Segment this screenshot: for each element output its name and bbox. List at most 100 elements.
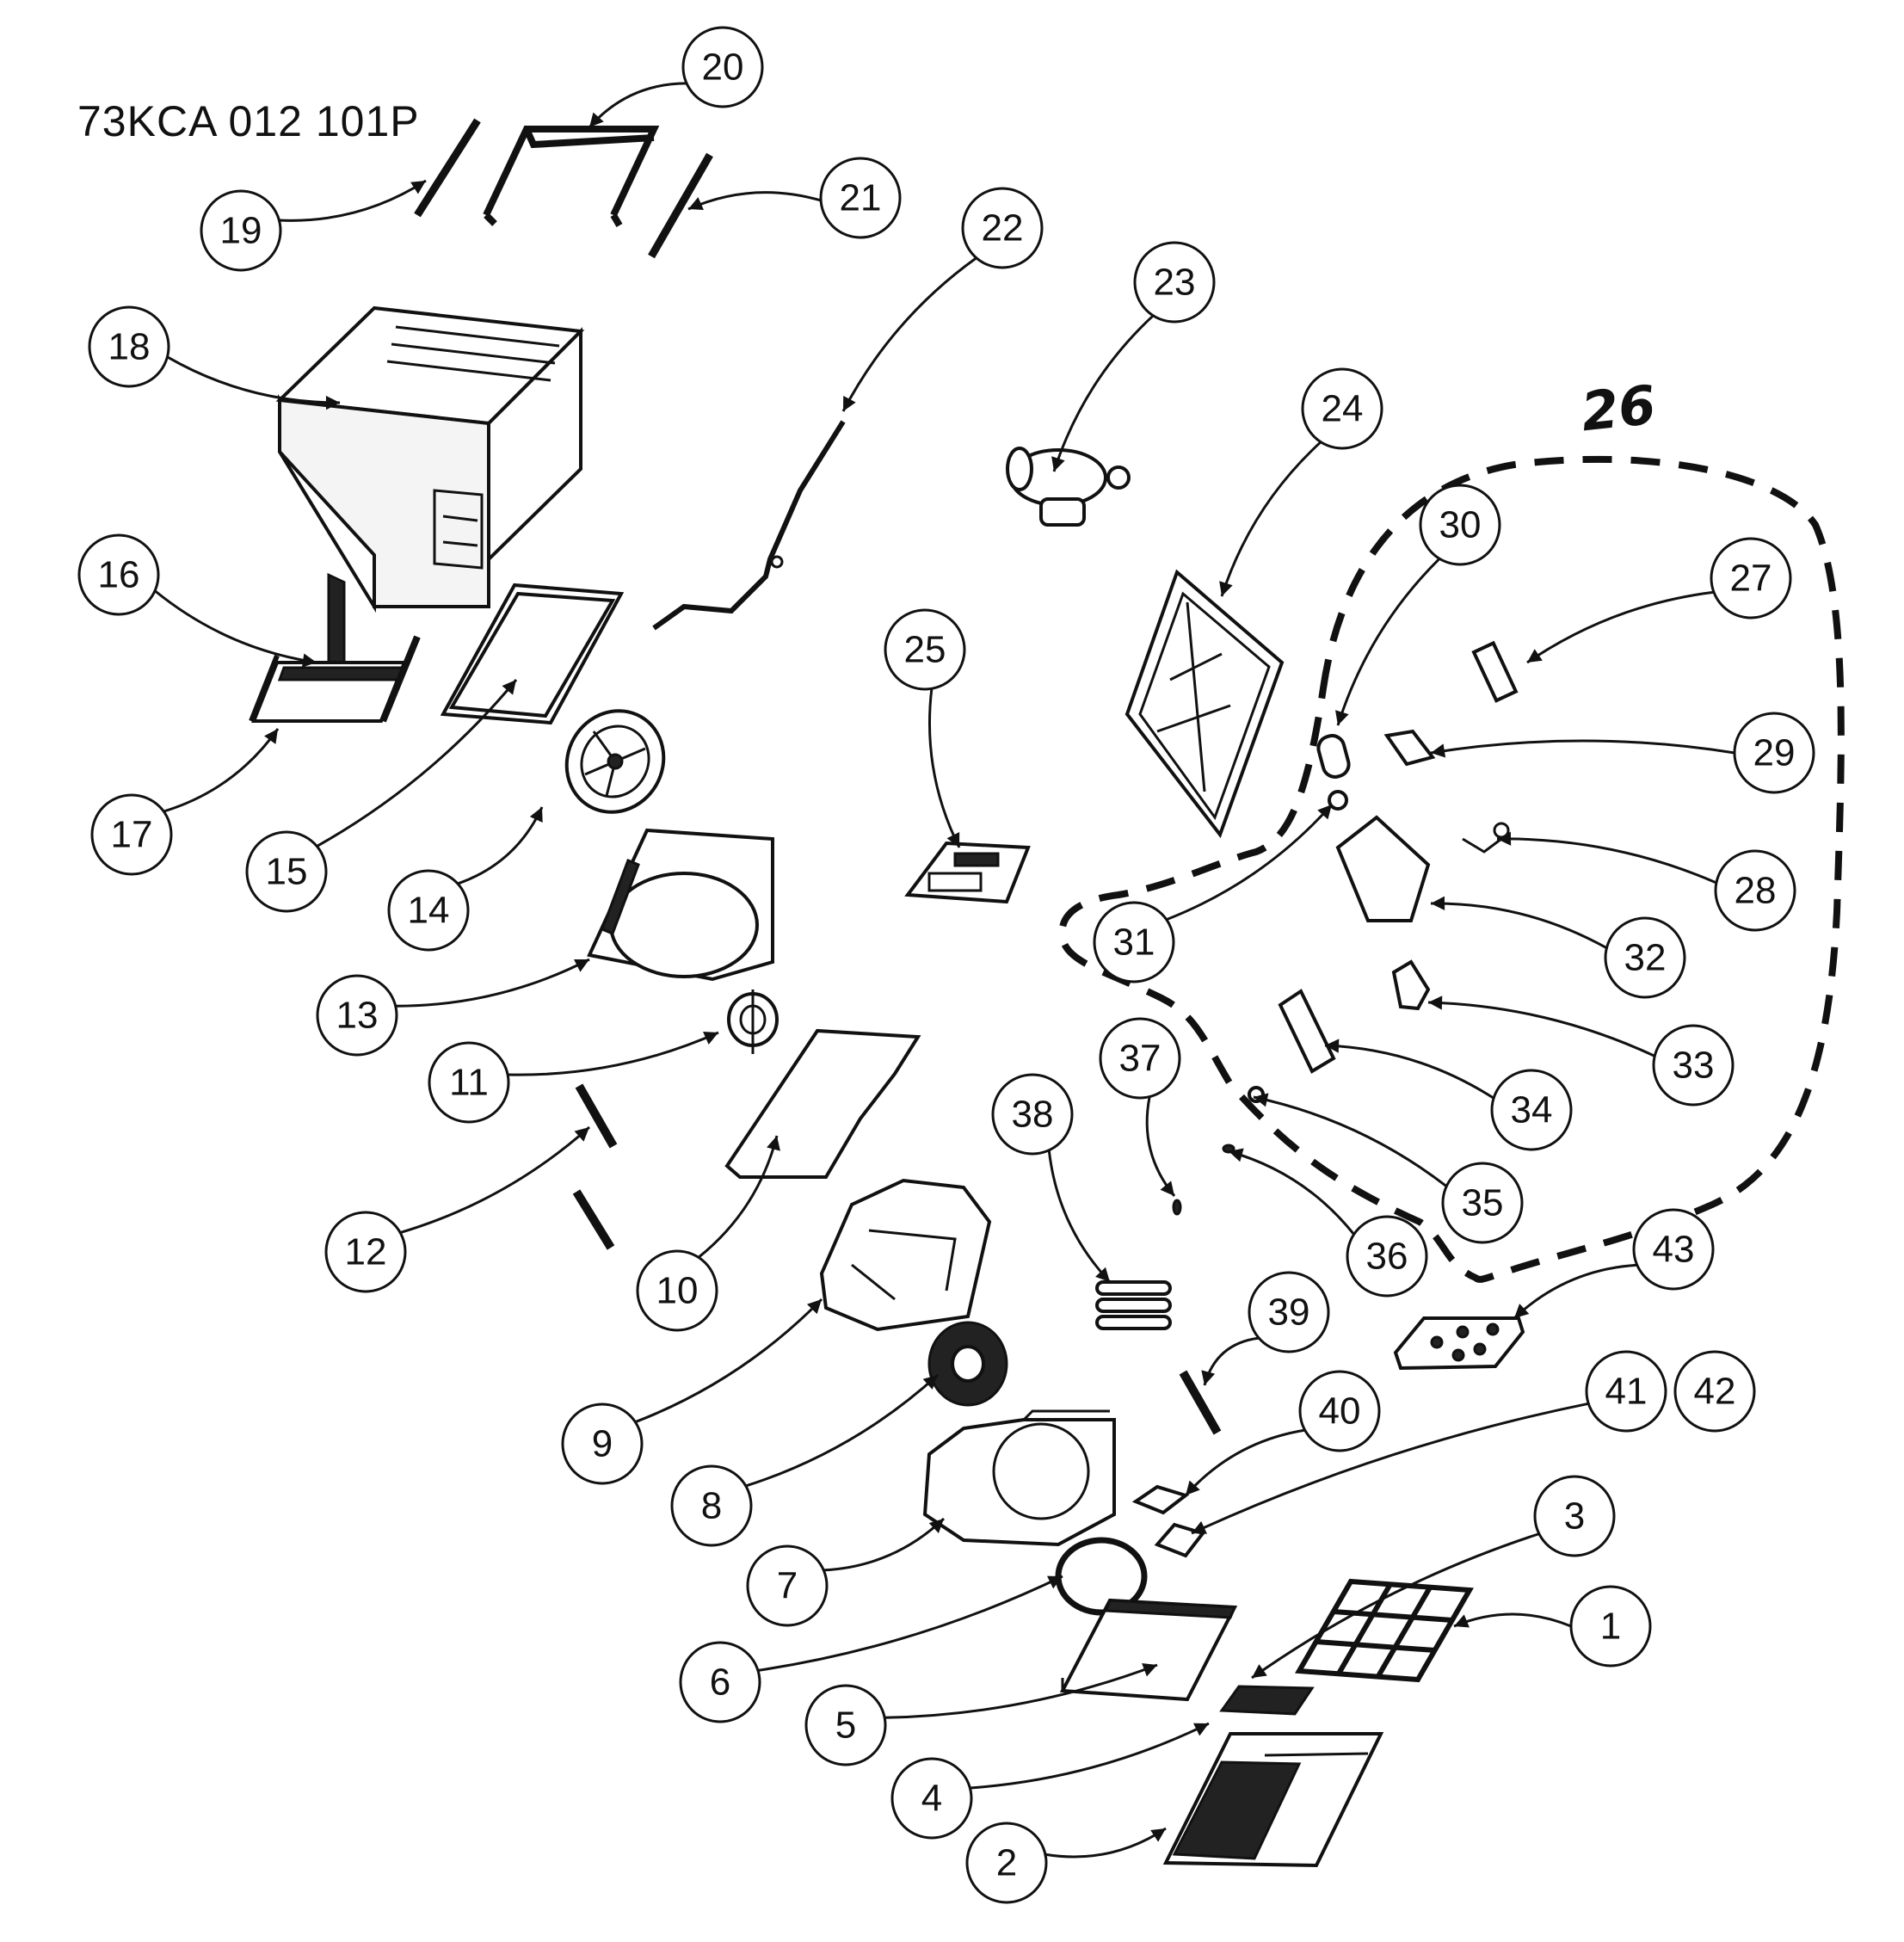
callout-8: 8 <box>670 1464 753 1547</box>
callout-circle-39 <box>1248 1271 1330 1353</box>
callout-number-4: 4 <box>921 1778 942 1820</box>
part-31 <box>1328 790 1348 811</box>
leader-arrow-31 <box>1317 805 1332 820</box>
leader-line-31 <box>1166 804 1334 922</box>
part-13-shroud <box>587 828 774 982</box>
part-15-panel <box>440 583 625 725</box>
leader-line-22 <box>841 256 977 412</box>
group-26-label: 26 <box>1578 373 1659 444</box>
callout-number-20: 20 <box>702 46 744 89</box>
part-12-bracket-upper <box>575 1083 618 1149</box>
callout-number-8: 8 <box>701 1485 722 1527</box>
part-18-cabinet <box>275 305 585 679</box>
callout-circle-11 <box>428 1041 510 1124</box>
callout-circle-36 <box>1346 1215 1428 1298</box>
callout-number-37: 37 <box>1119 1038 1162 1080</box>
leader-arrow-36 <box>1229 1148 1244 1162</box>
leader-line-4 <box>970 1722 1210 1790</box>
leader-line-2 <box>1044 1827 1167 1859</box>
leader-arrow-21 <box>688 197 704 211</box>
part-2-front-grille <box>1162 1732 1384 1868</box>
leader-arrow-10 <box>767 1136 780 1151</box>
leader-line-36 <box>1228 1150 1355 1236</box>
callout-5: 5 <box>804 1684 887 1766</box>
part-38-tubes <box>1095 1280 1172 1330</box>
callout-number-10: 10 <box>656 1270 699 1312</box>
leader-arrow-15 <box>502 680 516 695</box>
part-29 <box>1383 729 1436 767</box>
part-11-motor <box>727 989 779 1054</box>
part-8-blower-wheel <box>927 1321 1008 1407</box>
callout-42: 42 <box>1673 1350 1756 1433</box>
leader-line-8 <box>745 1373 940 1488</box>
leader-arrow-27 <box>1527 649 1543 663</box>
callout-circle-33 <box>1652 1024 1735 1107</box>
callout-37: 37 <box>1099 1017 1181 1100</box>
callout-1: 1 <box>1569 1585 1652 1668</box>
callout-circle-31 <box>1093 901 1175 983</box>
leader-line-41 <box>1191 1402 1589 1535</box>
callout-circle-15 <box>245 830 328 913</box>
callout-circle-4 <box>890 1757 973 1840</box>
callout-circle-41 <box>1585 1350 1667 1433</box>
callout-circle-6 <box>679 1641 761 1723</box>
leader-arrow-43 <box>1514 1304 1530 1318</box>
leader-line-20 <box>588 82 687 128</box>
callout-circle-40 <box>1298 1370 1381 1452</box>
leader-line-28 <box>1496 837 1717 885</box>
callout-number-38: 38 <box>1012 1094 1054 1136</box>
callout-circle-16 <box>77 533 160 616</box>
leader-line-11 <box>508 1031 719 1076</box>
leader-arrow-5 <box>1142 1663 1157 1677</box>
callout-13: 13 <box>316 974 398 1057</box>
callout-circle-37 <box>1099 1017 1181 1100</box>
callout-number-9: 9 <box>592 1423 613 1465</box>
callout-24: 24 <box>1301 367 1383 450</box>
callout-number-30: 30 <box>1439 504 1482 546</box>
callout-circle-23 <box>1133 241 1216 324</box>
callout-29: 29 <box>1733 712 1815 794</box>
leader-arrow-19 <box>410 181 426 194</box>
part-24-control-board <box>1125 569 1285 839</box>
callout-number-33: 33 <box>1673 1045 1715 1087</box>
leader-line-9 <box>634 1298 823 1424</box>
leader-line-6 <box>757 1575 1063 1672</box>
callout-number-6: 6 <box>710 1661 730 1704</box>
callout-circle-21 <box>819 157 902 239</box>
leader-arrow-20 <box>589 112 604 127</box>
part-12-bracket-lower <box>572 1189 615 1250</box>
callout-3: 3 <box>1533 1475 1616 1557</box>
callout-30: 30 <box>1419 484 1501 566</box>
leader-arrow-35 <box>1254 1093 1269 1107</box>
callout-39: 39 <box>1248 1271 1330 1353</box>
part-10-base-plate <box>724 1028 921 1179</box>
callout-number-16: 16 <box>98 554 140 596</box>
callout-number-14: 14 <box>408 890 450 932</box>
callout-number-13: 13 <box>336 995 379 1037</box>
callout-circle-9 <box>561 1403 644 1485</box>
leader-arrow-4 <box>1193 1723 1209 1736</box>
callout-number-18: 18 <box>108 326 151 368</box>
callout-number-2: 2 <box>996 1842 1017 1884</box>
callout-number-24: 24 <box>1322 388 1364 430</box>
callout-18: 18 <box>88 305 170 388</box>
leader-arrow-29 <box>1431 743 1446 758</box>
leader-line-3 <box>1251 1532 1540 1680</box>
callout-circle-35 <box>1441 1162 1524 1244</box>
callout-20: 20 <box>681 26 764 108</box>
leader-line-27 <box>1526 590 1715 664</box>
leader-line-15 <box>316 679 518 848</box>
part-22-tube <box>652 420 846 631</box>
leader-line-43 <box>1513 1263 1637 1320</box>
leader-line-30 <box>1336 558 1441 726</box>
callout-38: 38 <box>991 1073 1074 1156</box>
leader-arrow-24 <box>1219 581 1233 596</box>
callout-number-17: 17 <box>111 814 153 856</box>
part-37 <box>1172 1199 1182 1216</box>
callout-number-28: 28 <box>1735 870 1777 912</box>
leader-arrow-33 <box>1428 996 1443 1010</box>
group-26-boundary <box>1058 455 1845 1283</box>
part-14-fan <box>564 709 666 814</box>
callout-number-29: 29 <box>1753 732 1796 774</box>
